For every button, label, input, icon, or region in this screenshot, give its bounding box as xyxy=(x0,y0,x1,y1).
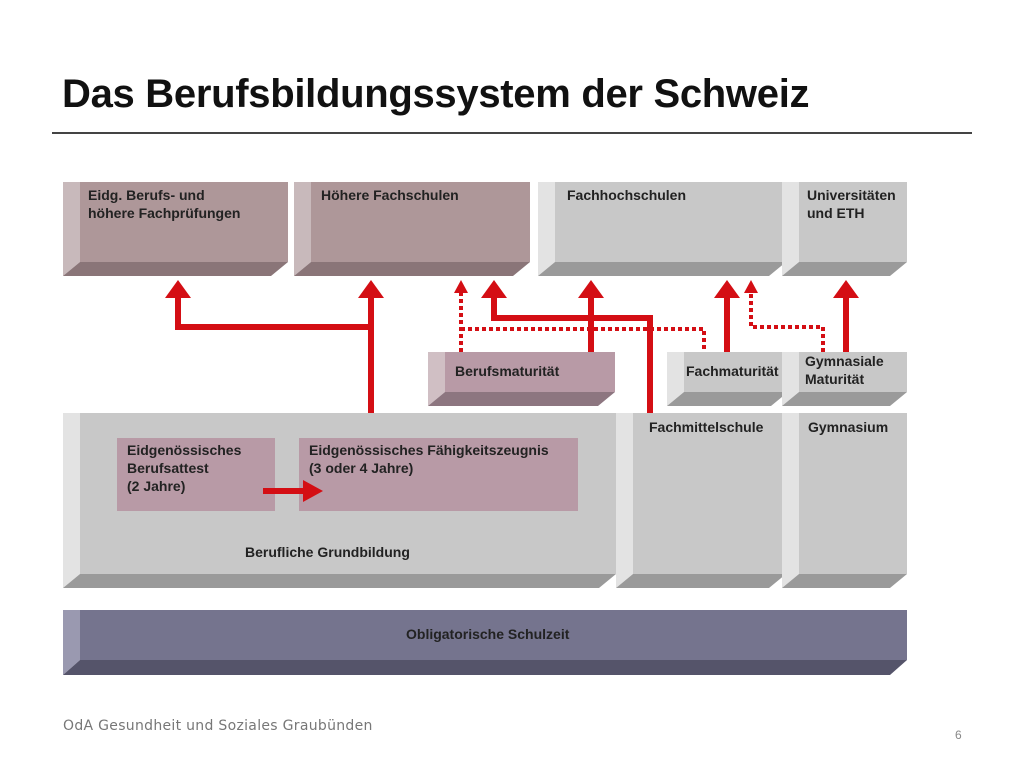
box-label-line: Fachmittelschule xyxy=(649,419,764,435)
box-label-line: Maturität xyxy=(805,371,864,387)
box-obligatorische-schulzeit: Obligatorische Schulzeit xyxy=(63,610,907,675)
arrowhead-fachhochschulen xyxy=(578,280,604,298)
box-label-line: Obligatorische Schulzeit xyxy=(406,626,570,642)
box-label-universitaeten: Universitäten und ETH xyxy=(807,187,896,221)
box-label-berufsmaturitaet: Berufsmaturität xyxy=(455,363,560,379)
box-label-fachmaturitaet: Fachmaturität xyxy=(686,363,779,379)
box-label-line: Eidgenössisches xyxy=(127,442,242,458)
box-label-obligatorische_schulzeit: Obligatorische Schulzeit xyxy=(406,626,570,642)
box-label-grundbildung: Berufliche Grundbildung xyxy=(245,544,410,560)
box-label-fachmittelschule: Fachmittelschule xyxy=(649,419,764,435)
box-label-line: höhere Fachprüfungen xyxy=(88,205,240,221)
arrow-to-berufspruefungen xyxy=(175,297,371,330)
box-universitaeten: Universitäten und ETH xyxy=(782,182,907,276)
box-label-fachhochschulen: Fachhochschulen xyxy=(567,187,686,203)
arrow-fachmittelschule-to-hoehere-fachschulen xyxy=(491,297,653,413)
box-fachmittelschule: Fachmittelschule xyxy=(616,413,786,588)
box-label-line: Berufsmaturität xyxy=(455,363,560,379)
dotted-fachmaturitaet-link xyxy=(461,327,706,352)
arrowhead-dotted-fhs xyxy=(744,280,758,293)
box-label-line: Eidgenössisches Fähigkeitszeugnis xyxy=(309,442,549,458)
box-label-line: und ETH xyxy=(807,205,865,221)
box-label-line: (2 Jahre) xyxy=(127,478,185,494)
box-label-hoehere_fachschulen: Höhere Fachschulen xyxy=(321,187,459,203)
box-label-line: Fachmaturität xyxy=(686,363,779,379)
arrowhead-universitaeten xyxy=(833,280,859,298)
dotted-gymnasiale-to-fachhochschulen xyxy=(749,292,825,352)
arrowheads-dotted xyxy=(454,280,758,293)
arrowhead-hfs-from-fms xyxy=(481,280,507,298)
footer-organization: OdA Gesundheit und Soziales Graubünden xyxy=(63,718,373,734)
box-berufspruefungen: Eidg. Berufs- und höhere Fachprüfungen xyxy=(63,182,288,276)
arrowheads-solid xyxy=(165,280,859,502)
box-label-berufspruefungen: Eidg. Berufs- und höhere Fachprüfungen xyxy=(88,187,240,221)
box-label-line: Gymnasiale xyxy=(805,353,884,369)
box-label-line: Fachhochschulen xyxy=(567,187,686,203)
box-label-faehigkeitszeugnis: Eidgenössisches Fähigkeitszeugnis (3 oder… xyxy=(309,442,549,476)
arrowhead-fachhochschulen-2 xyxy=(714,280,740,298)
arrowhead-efz xyxy=(303,480,323,502)
arrowhead-berufspruefungen xyxy=(165,280,191,298)
box-berufsmaturitaet: Berufsmaturität xyxy=(428,352,615,406)
arrowhead-hoehere-fachschulen xyxy=(358,280,384,298)
box-label-line: (3 oder 4 Jahre) xyxy=(309,460,413,476)
box-label-line: Berufliche Grundbildung xyxy=(245,544,410,560)
arrowhead-dotted-hfs xyxy=(454,280,468,293)
box-label-line: Höhere Fachschulen xyxy=(321,187,459,203)
box-faehigkeitszeugnis: Eidgenössisches Fähigkeitszeugnis (3 oder… xyxy=(299,438,578,511)
slide-title: Das Berufsbildungssystem der Schweiz xyxy=(62,72,810,116)
arrows-dotted xyxy=(459,292,825,352)
box-fachhochschulen: Fachhochschulen xyxy=(538,182,786,276)
page-number: 6 xyxy=(955,728,962,742)
box-label-line: Eidg. Berufs- und xyxy=(88,187,205,203)
box-label-line: Berufsattest xyxy=(127,460,209,476)
box-label-line: Gymnasium xyxy=(808,419,888,435)
box-label-line: Universitäten xyxy=(807,187,896,203)
box-hoehere-fachschulen: Höhere Fachschulen xyxy=(294,182,530,276)
box-gymnasium: Gymnasium xyxy=(782,413,907,588)
box-label-gymnasium: Gymnasium xyxy=(808,419,888,435)
box-fachmaturitaet: Fachmaturität xyxy=(667,352,788,406)
arrows-solid xyxy=(175,297,849,494)
title-underline xyxy=(52,132,972,134)
